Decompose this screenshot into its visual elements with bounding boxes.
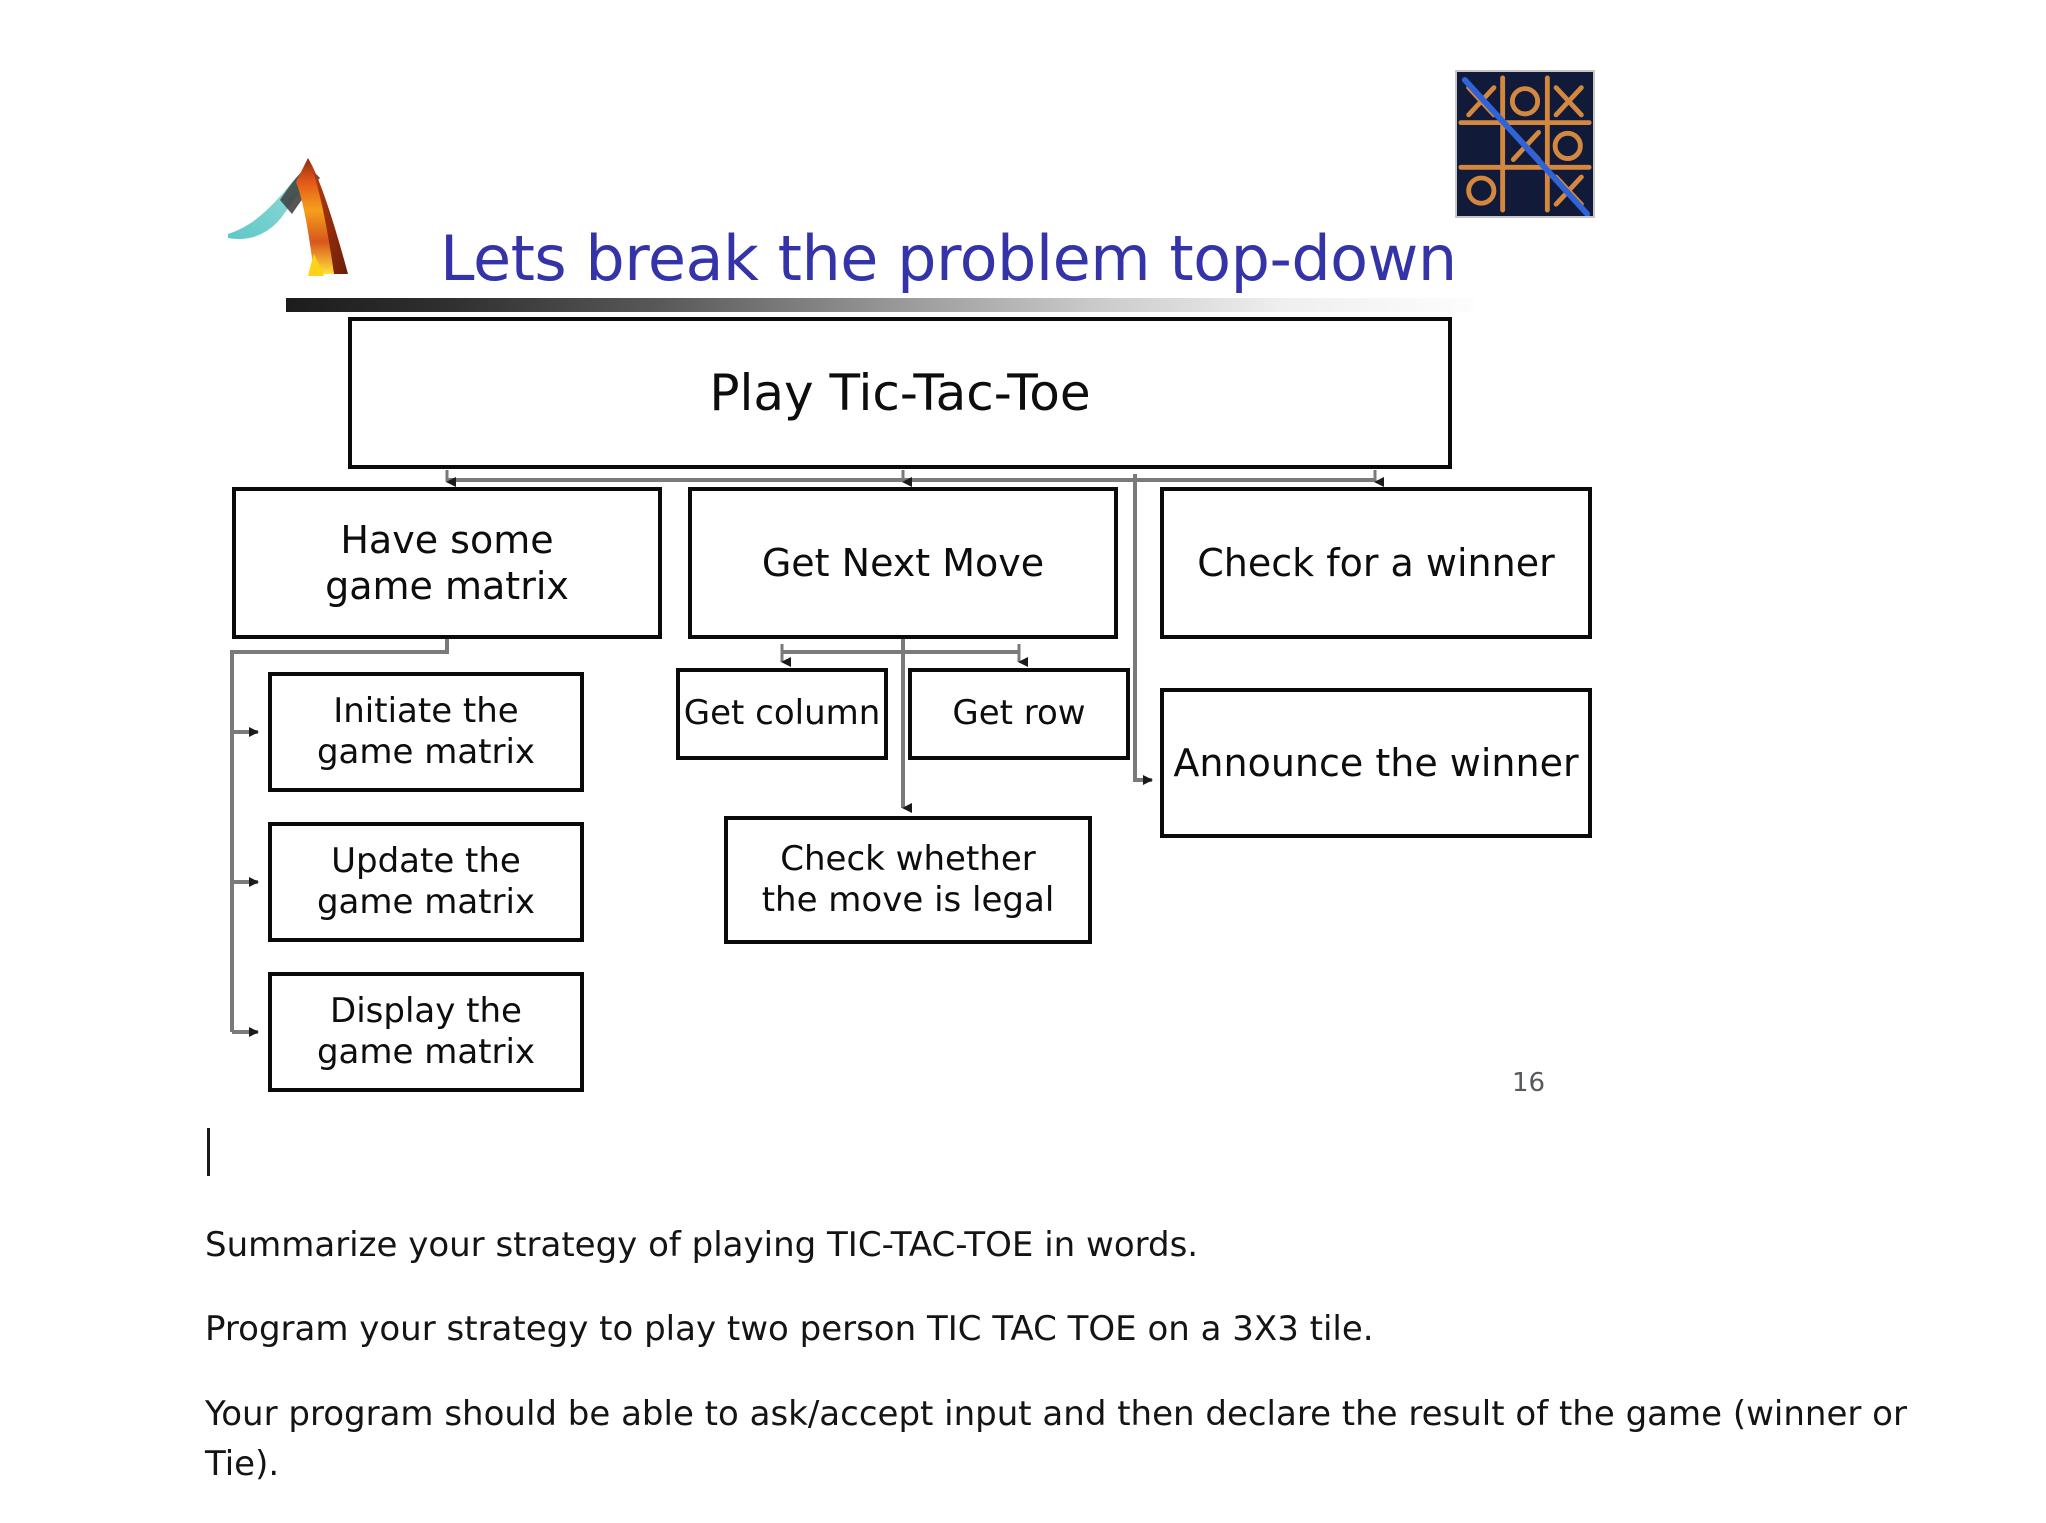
flow-node-check-for-winner[interactable]: Check for a winner xyxy=(1160,487,1592,639)
instruction-paragraph-3: Your program should be able to ask/accep… xyxy=(205,1393,1907,1484)
instruction-paragraph-1: Summarize your strategy of playing TIC-T… xyxy=(205,1225,1199,1265)
flow-node-get-row[interactable]: Get row xyxy=(908,668,1130,760)
text-cursor xyxy=(207,1128,210,1176)
matlab-logo-icon xyxy=(222,142,382,282)
flow-node-get-next-move[interactable]: Get Next Move xyxy=(688,487,1118,639)
flow-node-display-matrix[interactable]: Display the game matrix xyxy=(268,972,584,1092)
flow-node-get-column[interactable]: Get column xyxy=(676,668,888,760)
flow-node-have-game-matrix[interactable]: Have some game matrix xyxy=(232,487,662,639)
flow-node-announce-winner[interactable]: Announce the winner xyxy=(1160,688,1592,838)
flow-node-update-matrix[interactable]: Update the game matrix xyxy=(268,822,584,942)
title-gradient-rule xyxy=(286,298,1474,312)
flow-node-play-tic-tac-toe[interactable]: Play Tic-Tac-Toe xyxy=(348,317,1452,469)
document-body: Summarize your strategy of playing TIC-T… xyxy=(205,1122,1995,1523)
tic-tac-toe-thumbnail xyxy=(1455,70,1595,218)
flow-node-check-move-legal[interactable]: Check whether the move is legal xyxy=(724,816,1092,944)
slide-page-number: 16 xyxy=(1512,1068,1546,1098)
page-title: Lets break the problem top-down xyxy=(440,222,1457,295)
slide-canvas: Lets break the problem top-down xyxy=(222,70,1595,1098)
flow-node-initiate-matrix[interactable]: Initiate the game matrix xyxy=(268,672,584,792)
instruction-paragraph-2: Program your strategy to play two person… xyxy=(205,1309,1374,1350)
